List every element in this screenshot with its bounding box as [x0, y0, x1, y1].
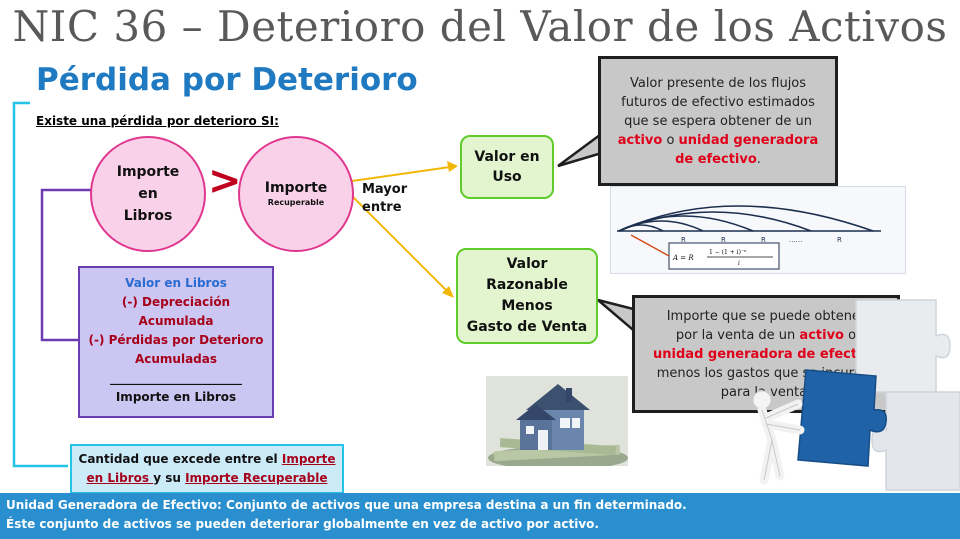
condition-text: Existe una pérdida por deterioro SI: [36, 114, 279, 128]
circle-recuperable-line1: Importe [264, 180, 328, 196]
cantidad-box: Cantidad que excede entre el Importe en … [70, 444, 344, 494]
formula-r4: R [837, 236, 842, 244]
callout-uso-line5: de efectivo. [601, 150, 835, 169]
cantidad-recuperable-link: Importe Recuperable [185, 471, 328, 485]
formula-den: i [738, 260, 740, 267]
arrow-to-valor-uso [351, 166, 451, 182]
definition-footer: Unidad Generadora de Efectivo: Conjunto … [0, 493, 960, 539]
formula-r1: R [681, 236, 686, 244]
valor-uso-line1: Valor en [474, 149, 540, 165]
callout-uso-line1: Valor presente de los flujos [629, 75, 807, 91]
valor-razonable-line2: Razonable [486, 277, 568, 293]
cantidad-line1: Cantidad que excede entre el Importe [72, 450, 342, 469]
callout-uso-efectivo: de efectivo [675, 151, 757, 167]
footer-line2: Éste conjunto de activos se pueden deter… [6, 517, 599, 531]
importe-libros-circle: Importe en Libros [90, 136, 206, 252]
house-illustration [486, 376, 628, 470]
puzzle-figure-image [736, 280, 960, 498]
callout-uso-o: o [662, 132, 679, 148]
circle-recuperable-line2: Recuperable [267, 198, 325, 207]
puzzle-illustration [752, 299, 960, 491]
circle-libros-line1: Importe [116, 164, 180, 180]
circle-libros-line3: Libros [123, 208, 173, 224]
callout-raz-line1: Importe que se puede obtener [666, 308, 866, 324]
formula-r2: R [721, 236, 726, 244]
callout-raz-line3: unidad generadora de efectivo [653, 346, 879, 362]
libros-line3: Acumulada [138, 314, 214, 328]
cantidad-line2: en Libros y su Importe Recuperable [72, 469, 342, 488]
callout-raz-activo: activo [799, 327, 844, 343]
valor-razonable-line4: Gasto de Venta [466, 319, 588, 335]
valor-uso-line2: Uso [492, 169, 522, 185]
libros-line7: Importe en Libros [115, 390, 237, 404]
libros-line2: (-) Depreciación [121, 295, 231, 309]
cantidad-importe-link: Importe [281, 452, 336, 466]
callout-uso-line4: activo o unidad generadora [601, 131, 835, 150]
footer-line1: Unidad Generadora de Efectivo: Conjunto … [6, 498, 687, 512]
libros-line4: (-) Pérdidas por Deterioro [88, 333, 264, 347]
callout-uso-line3: que se espera obtener de un [624, 113, 812, 129]
callout-uso-period: . [756, 151, 761, 167]
libros-line1: Valor en Libros [125, 276, 227, 290]
valor-razonable-line3: Menos [501, 298, 553, 314]
valor-razonable-box: Valor Razonable Menos Gasto de Venta [456, 248, 598, 344]
callout-raz-l2-end: o [843, 327, 857, 343]
mayor-entre-line2: entre [362, 200, 402, 215]
mayor-entre-label: Mayor entre [362, 181, 407, 217]
callout-uso-unidad: unidad generadora [678, 132, 819, 148]
arrowhead-valor-razonable [442, 286, 454, 298]
callout-raz-line2: por la venta de un activo o [635, 326, 897, 345]
libros-line5: Acumuladas [134, 352, 218, 366]
valor-libros-box: Valor en Libros (-) Depreciación Acumula… [78, 266, 274, 418]
annuity-formula-image: R R R ...... R A = R 1 − (1 + i)⁻ⁿ i [610, 186, 906, 274]
house-money-image [486, 376, 628, 470]
formula-eq: A = R [672, 254, 694, 262]
libros-line6: ______________________ [110, 371, 242, 385]
cantidad-l2-mid: y su [153, 471, 186, 485]
callout-valor-uso: Valor presente de los flujos futuros de … [598, 56, 838, 186]
page-title: NIC 36 – Deterioro del Valor de los Acti… [12, 2, 948, 51]
callout-raz-l2-start: por la venta de un [675, 327, 800, 343]
arrowhead-valor-uso [447, 161, 458, 172]
callout-uso-line2: futuros de efectivo estimados [621, 94, 815, 110]
circle-libros-line2: en [138, 186, 158, 202]
bracket-cyan [12, 101, 68, 468]
callout-uso-activo: activo [617, 132, 663, 148]
valor-razonable-line1: Valor [506, 256, 548, 272]
formula-r3: R [761, 236, 766, 244]
mayor-entre-line1: Mayor [362, 182, 408, 197]
valor-uso-box: Valor en Uso [460, 135, 554, 199]
cantidad-l1-start: Cantidad que excede entre el [78, 452, 282, 466]
cantidad-libros-link: en Libros [86, 471, 154, 485]
greater-than-sign: > [208, 158, 242, 204]
formula-num: 1 − (1 + i)⁻ⁿ [709, 249, 747, 256]
arrow-to-valor-razonable [351, 195, 447, 291]
importe-recuperable-circle: Importe Recuperable [238, 136, 354, 252]
bracket-purple [40, 188, 92, 342]
section-title: Pérdida por Deterioro [36, 62, 418, 98]
annuity-timeline: R R R ...... R A = R 1 − (1 + i)⁻ⁿ i [617, 205, 881, 270]
formula-dots: ...... [789, 236, 802, 244]
